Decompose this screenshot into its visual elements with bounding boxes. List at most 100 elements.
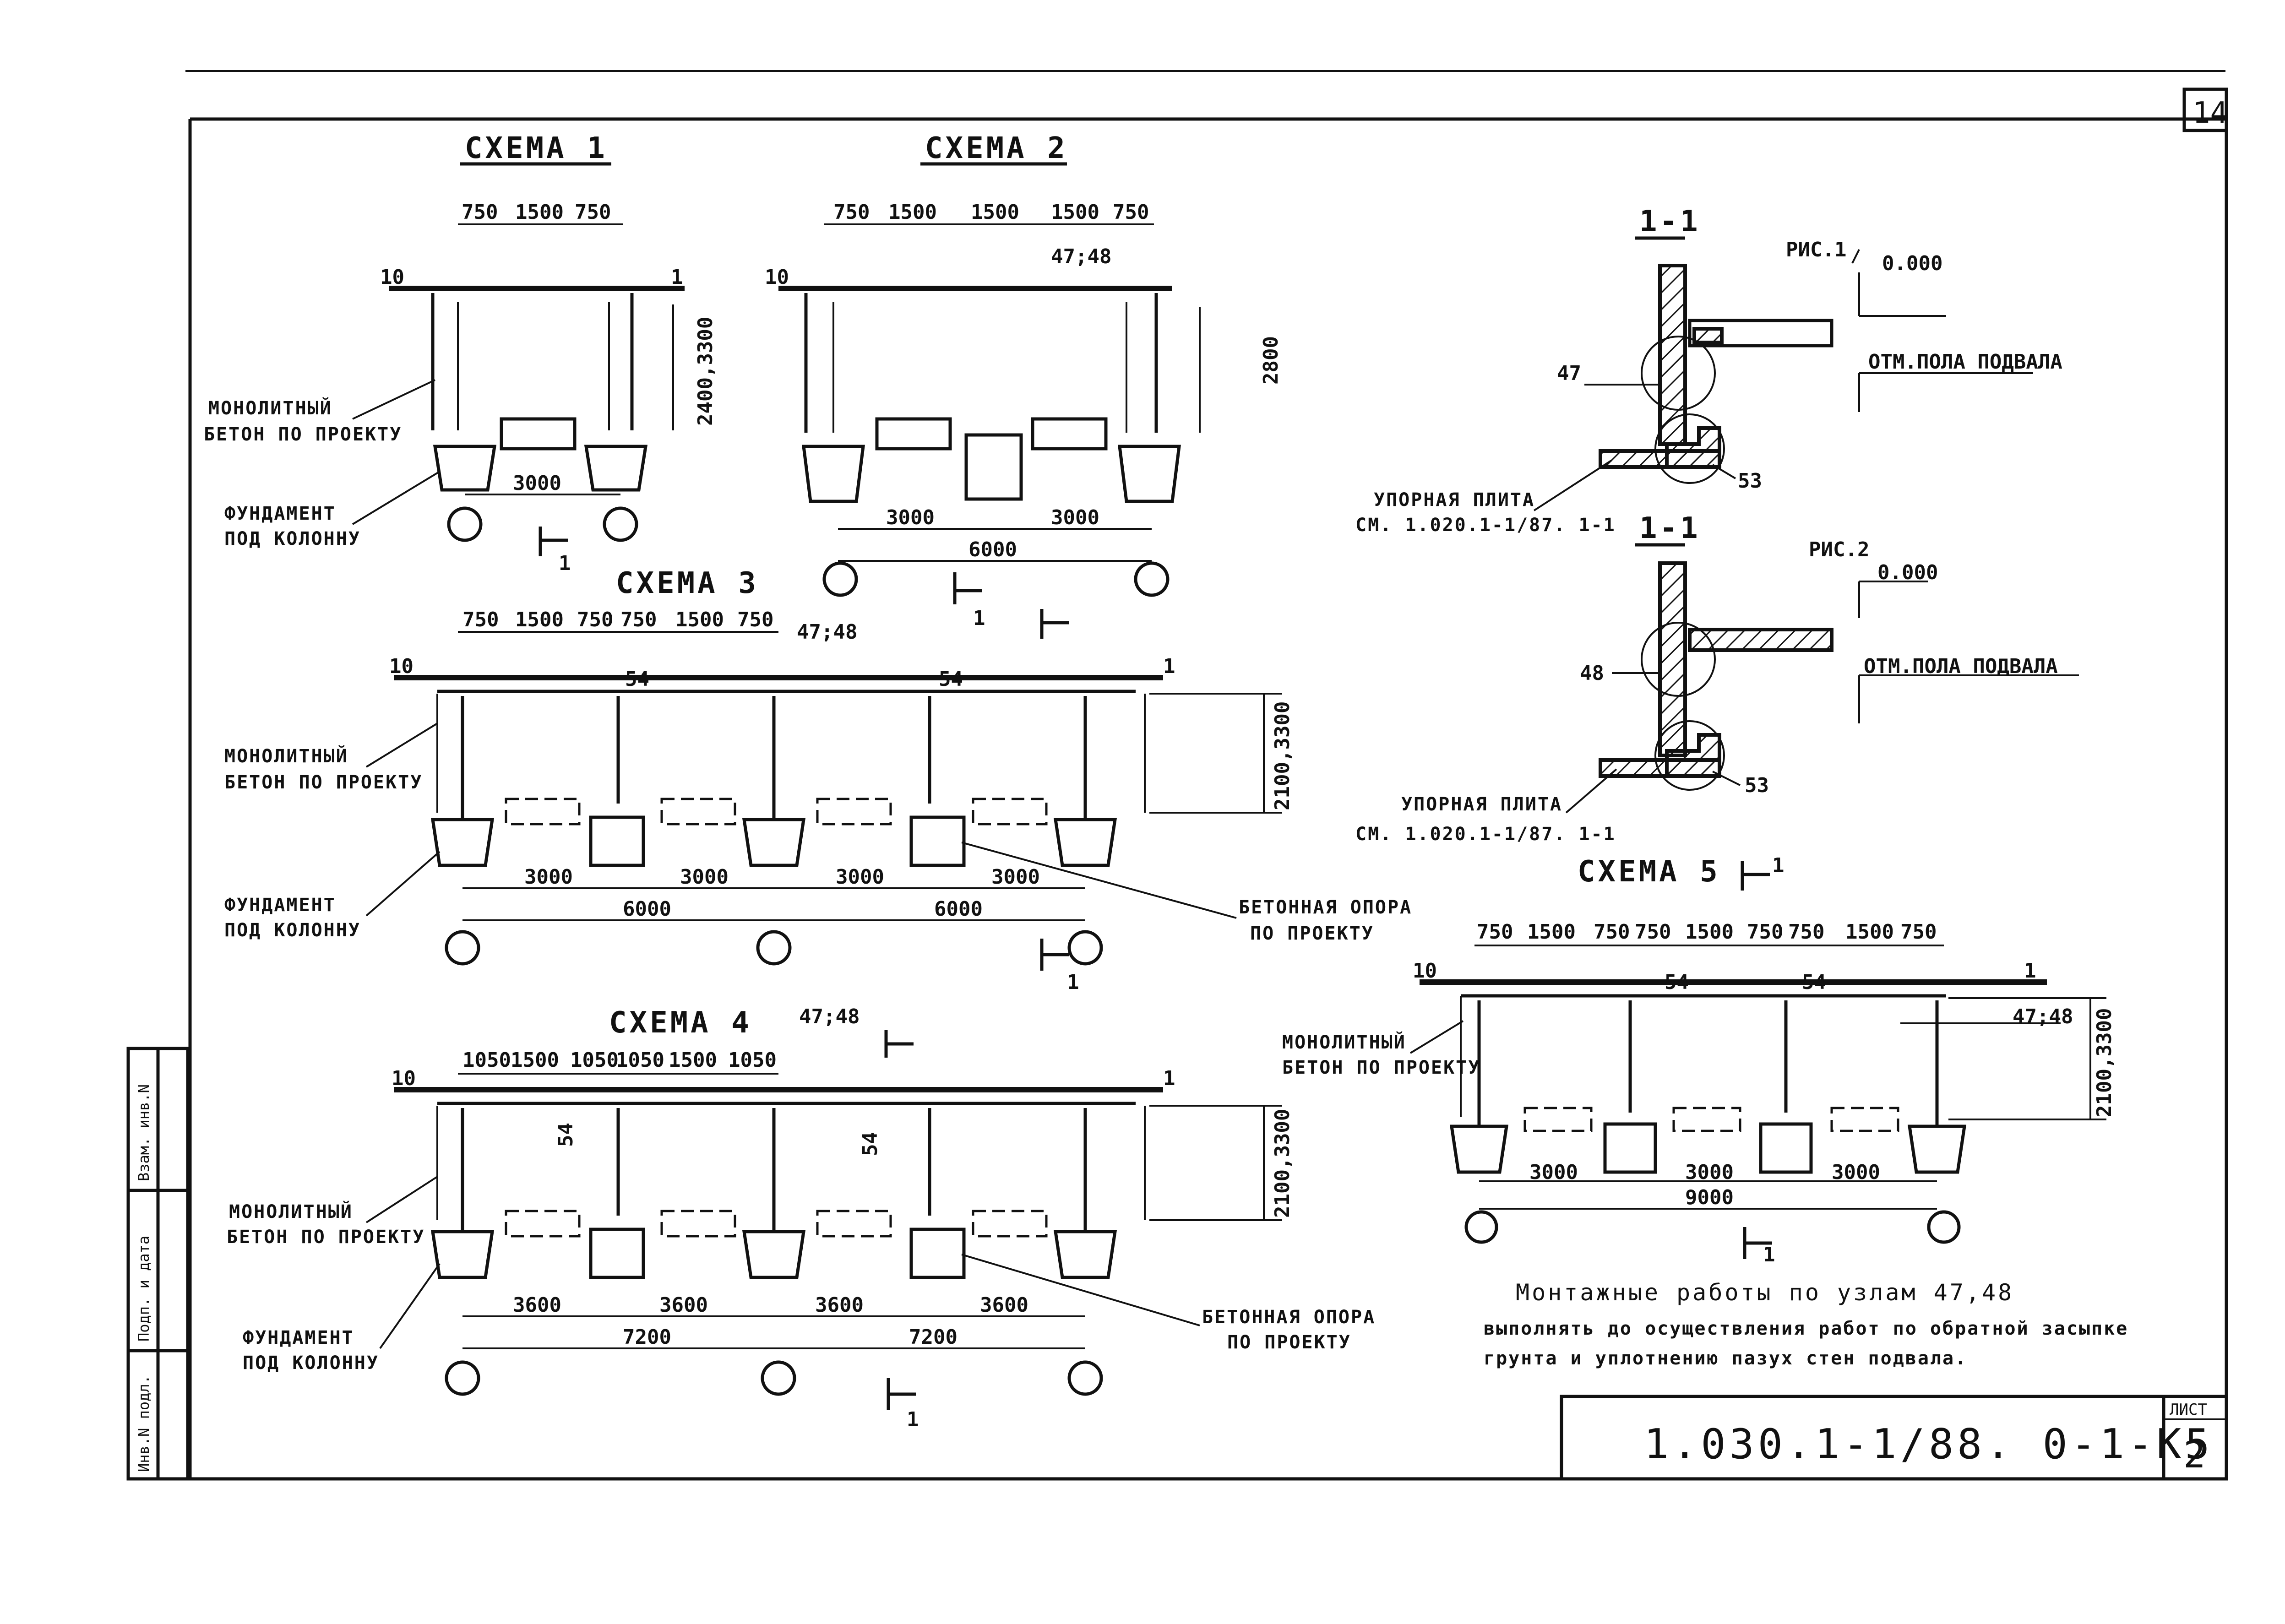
s3-node-54-b: 54 (939, 668, 963, 691)
section-fig-1: 1-1 РИС.1 0.000 47 ОТМ.ПОЛА ПОДВАЛА 53 У… (1355, 205, 2062, 536)
s5-total: 9000 (1685, 1186, 1734, 1209)
s2-height: 2800 (1259, 336, 1283, 385)
s3-label-support-1: ПО ПРОЕКТУ (1250, 923, 1374, 944)
sheet-frame: 14 (128, 70, 2228, 1481)
s5-mark-4748: 47;48 (2013, 1005, 2073, 1028)
s2-dim-1: 1500 (888, 201, 937, 224)
s2-section-mark: 1 (973, 607, 985, 630)
fig2-node-upper: 48 (1580, 662, 1604, 685)
s5-node-54-a: 54 (1665, 971, 1689, 994)
s5-span-0: 3000 (1529, 1161, 1578, 1184)
s3-mark-4748: 47;48 (797, 620, 857, 644)
s5-dim-6: 750 (1788, 920, 1824, 944)
s1-label-foundation-0: ФУНДАМЕНТ (224, 503, 336, 524)
s4-mark-4748: 47;48 (799, 1005, 860, 1028)
scheme-3: СХЕМА 3 750 1500 750 750 1500 750 47;48 … (224, 566, 1411, 994)
assembly-note: Монтажные работы по узлам 47,48 выполнят… (1484, 1279, 2128, 1369)
s3-height: 2100,3300 (1271, 701, 1294, 810)
sheet-label: ЛИСТ (2170, 1401, 2207, 1419)
s5-dim-4: 1500 (1685, 920, 1734, 944)
approval-stamp: Инв.N подл. Подп. и дата Взам. инв.N (126, 1047, 190, 1481)
s5-node-54-b: 54 (1802, 971, 1826, 994)
s1-dim-2: 750 (575, 201, 611, 224)
note-line-3: грунта и уплотнению пазух стен подвала. (1484, 1348, 1967, 1369)
s1-span: 3000 (513, 472, 561, 495)
s3-span-3: 3000 (991, 865, 1040, 889)
s4-span-1: 3600 (659, 1293, 708, 1317)
s4-span-2: 3600 (815, 1293, 864, 1317)
scheme-2-title: СХЕМА 2 (925, 131, 1068, 165)
s4-mark-1: 1 (1163, 1067, 1175, 1090)
s1-label-concrete-1: БЕТОН ПО ПРОЕКТУ (204, 424, 402, 445)
s1-mark-10: 10 (380, 266, 404, 289)
note-line-2: выполнять до осуществления работ по обра… (1484, 1318, 2128, 1339)
scheme-1-title: СХЕМА 1 (465, 131, 608, 165)
s1-dim-0: 750 (462, 201, 498, 224)
s4-dim-5: 1050 (728, 1048, 777, 1072)
s4-height: 2100,3300 (1271, 1109, 1294, 1218)
s4-node-54-b: 54 (859, 1132, 882, 1156)
stamp-col-1: Инв.N подл. (135, 1375, 152, 1472)
s3-dim-3: 750 (620, 608, 657, 631)
scheme-1: СХЕМА 1 750 1500 750 10 1 2400,3300 3000… (204, 131, 717, 575)
s3-dim-4: 1500 (675, 608, 724, 631)
s5-dim-3: 750 (1635, 920, 1671, 944)
s3-label-foundation-0: ФУНДАМЕНТ (224, 895, 336, 916)
s5-dim-7: 1500 (1845, 920, 1894, 944)
s4-span-0: 3600 (513, 1293, 561, 1317)
s3-label-concrete-1: БЕТОН ПО ПРОЕКТУ (224, 772, 423, 793)
drawing-code: 1.030.1-1/88. 0-1-К5 (1644, 1420, 2214, 1468)
s3-span-1: 3000 (680, 865, 729, 889)
s2-mark-10: 10 (765, 266, 789, 289)
scheme-5: СХЕМА 5 1 750 1500 750 750 1500 750 750 … (1282, 854, 2116, 1266)
s1-height: 2400,3300 (694, 317, 717, 426)
fig1-level-top: 0.000 (1882, 252, 1942, 275)
fig1-node-lower: 53 (1738, 469, 1762, 493)
s3-section-mark: 1 (1067, 971, 1079, 994)
s2-dim-2: 1500 (971, 201, 1019, 224)
s1-label-concrete-0: МОНОЛИТНЫЙ (208, 397, 332, 419)
s2-total: 6000 (968, 538, 1017, 561)
s2-mark-4748: 47;48 (1051, 245, 1111, 268)
s5-mark-10: 10 (1413, 959, 1437, 983)
s3-node-54-a: 54 (625, 668, 649, 691)
scheme-4-title: СХЕМА 4 (609, 1006, 752, 1040)
s4-label-support-1: ПО ПРОЕКТУ (1227, 1332, 1351, 1353)
sheet-number: 2 (2183, 1434, 2205, 1476)
s3-dim-2: 750 (577, 608, 613, 631)
fig2-level-basement: ОТМ.ПОЛА ПОДВАЛА (1864, 655, 2058, 678)
scheme-4: СХЕМА 4 47;48 1050 1500 1050 1050 1500 1… (227, 1005, 1376, 1431)
s4-total-1: 7200 (909, 1325, 958, 1349)
scheme-2: СХЕМА 2 750 1500 1500 1500 750 10 47;48 … (765, 131, 1283, 630)
fig2-cut-title: 1-1 (1639, 511, 1701, 545)
s4-dim-0: 1050 (462, 1048, 511, 1072)
s5-section-mark: 1 (1763, 1243, 1775, 1266)
s3-total-1: 6000 (934, 897, 983, 921)
s4-label-support-0: БЕТОННАЯ ОПОРА (1202, 1307, 1376, 1328)
s4-section-mark: 1 (907, 1408, 919, 1431)
s3-dim-5: 750 (737, 608, 773, 631)
s3-label-concrete-0: МОНОЛИТНЫЙ (224, 745, 348, 767)
sheet-corner-number: 14 (2193, 96, 2228, 130)
s3-label-foundation-1: ПОД КОЛОННУ (224, 920, 361, 941)
s5-label-concrete-0: МОНОЛИТНЫЙ (1282, 1031, 1406, 1053)
s4-dim-3: 1050 (616, 1048, 664, 1072)
fig1-level-basement: ОТМ.ПОЛА ПОДВАЛА (1868, 350, 2062, 374)
fig2-label: РИС.2 (1809, 538, 1869, 561)
s2-span-1: 3000 (1051, 506, 1099, 529)
fig2-plate-0: УПОРНАЯ ПЛИТА (1401, 794, 1562, 815)
s1-mark-1: 1 (671, 266, 683, 289)
note-line-1: Монтажные работы по узлам 47,48 (1516, 1279, 2014, 1306)
s4-label-foundation-0: ФУНДАМЕНТ (243, 1327, 354, 1348)
fig1-plate-1: СМ. 1.020.1-1/87. 1-1 (1355, 515, 1616, 536)
scheme-3-title: СХЕМА 3 (616, 566, 759, 600)
s3-span-0: 3000 (524, 865, 573, 889)
s4-total-0: 7200 (623, 1325, 671, 1349)
s4-dim-4: 1500 (669, 1048, 717, 1072)
section-fig-2: 1-1 РИС.2 0.000 48 ОТМ.ПОЛА ПОДВАЛА 53 У… (1355, 511, 2079, 845)
s2-dim-3: 1500 (1051, 201, 1099, 224)
s2-dim-4: 750 (1113, 201, 1149, 224)
s5-dim-5: 750 (1747, 920, 1783, 944)
fig1-cut-title: 1-1 (1639, 205, 1701, 239)
